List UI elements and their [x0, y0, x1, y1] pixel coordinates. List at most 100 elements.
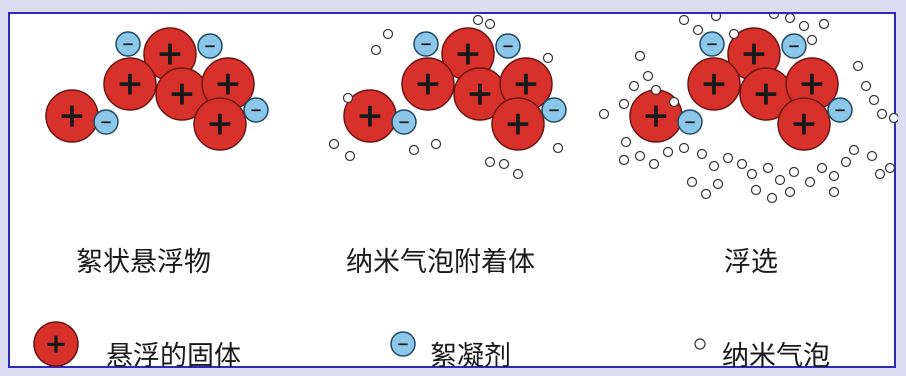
legend-label-solid: 悬浮的固体: [106, 341, 241, 372]
nanobubble: [806, 34, 818, 46]
nanobubble: [620, 136, 632, 148]
flocculant-particle: −: [413, 31, 439, 57]
plus-sign: +: [752, 73, 780, 112]
flocculant-particle: −: [699, 31, 725, 57]
nanobubble: [344, 150, 356, 162]
plus-sign: +: [466, 73, 494, 112]
legend-label-nanobubble: 纳米气泡: [722, 341, 830, 372]
plus-sign: +: [116, 63, 144, 102]
solid-particle: +: [193, 97, 247, 151]
minus-sign: −: [684, 113, 697, 131]
nanobubble: [728, 28, 740, 40]
caption-nanobubble-attached: 纳米气泡附着体: [346, 247, 535, 278]
nanobubble: [828, 186, 840, 198]
nanobubble: [784, 14, 796, 24]
nanobubble: [860, 80, 872, 92]
nanobubble: [876, 108, 888, 120]
nanobubble: [512, 168, 524, 180]
nanobubble: [634, 50, 646, 62]
nanobubble: [874, 168, 886, 180]
flocculant-particle: −: [197, 33, 223, 59]
nanobubble: [542, 52, 554, 64]
minus-sign: −: [706, 35, 719, 53]
solid-particle: +: [143, 27, 197, 81]
minus-sign: −: [122, 35, 135, 53]
minus-sign: −: [502, 37, 515, 55]
minus-sign: −: [548, 101, 561, 119]
solid-particle: +: [499, 57, 553, 111]
nanobubble: [484, 18, 496, 30]
nanobubble: [888, 112, 898, 124]
plus-sign: +: [58, 95, 86, 134]
flocculant-particle: −: [115, 31, 141, 57]
nanobubble: [818, 18, 830, 30]
nanobubble-attached-cluster: ++++++−−−−: [328, 14, 567, 180]
flocculant-particle: −: [391, 109, 417, 135]
solid-particle: +: [739, 67, 793, 121]
nanobubble: [328, 138, 340, 150]
nanobubble: [696, 148, 708, 160]
nanobubble: [788, 166, 800, 178]
nanobubble: [784, 186, 796, 198]
caption-flotation: 浮选: [724, 247, 778, 278]
nanobubble: [710, 14, 722, 22]
solid-particle: +: [785, 57, 839, 111]
nanobubble: [828, 170, 840, 182]
nanobubble: [700, 188, 712, 200]
nanobubble: [634, 150, 646, 162]
nanobubble: [804, 176, 816, 188]
nanobubble: [628, 80, 640, 92]
nanobubble: [408, 144, 420, 156]
minus-sign: −: [397, 335, 410, 353]
flocculant-particle: −: [390, 331, 416, 357]
nanobubble: [552, 142, 564, 154]
flocculant-particle: −: [677, 109, 703, 135]
nanobubble: [746, 168, 758, 180]
legend-label-flocculant: 絮凝剂: [430, 341, 511, 372]
nanobubble: [382, 28, 394, 40]
plus-sign: +: [44, 327, 67, 360]
plus-sign: +: [512, 63, 540, 102]
nanobubble: [866, 150, 878, 162]
solid-particle: +: [441, 27, 495, 81]
plus-sign: +: [790, 103, 818, 142]
nanobubble: [750, 184, 762, 196]
nanobubble: [722, 152, 734, 164]
flotation-diagram: ++++++−−−− ++++++−−−− ++++++−−−− +−: [33, 14, 898, 367]
nanobubble: [868, 94, 880, 106]
nanobubble: [852, 60, 864, 72]
plus-sign: +: [168, 73, 196, 112]
solid-particle: +: [201, 57, 255, 111]
minus-sign: −: [788, 37, 801, 55]
nanobubble: [816, 162, 828, 174]
nanobubble: [472, 14, 484, 26]
solid-particle: +: [687, 57, 741, 111]
nanobubble: [768, 14, 780, 20]
nanobubble: [798, 20, 810, 32]
minus-sign: −: [100, 113, 113, 131]
flotation-cluster: ++++++−−−−: [598, 14, 898, 204]
nanobubble: [618, 154, 630, 166]
plus-sign: +: [356, 95, 384, 134]
flocculant-particle: −: [495, 33, 521, 59]
nanobubble: [648, 158, 660, 170]
nanobubble: [708, 160, 720, 172]
solid-particle: +: [453, 67, 507, 121]
nanobubble: [762, 162, 774, 174]
minus-sign: −: [420, 35, 433, 53]
plus-sign: +: [504, 103, 532, 142]
plus-sign: +: [642, 95, 670, 134]
solid-particle: +: [103, 57, 157, 111]
nanobubble: [618, 98, 630, 110]
minus-sign: −: [204, 37, 217, 55]
flocculant-particle: −: [541, 97, 567, 123]
nanobubble: [686, 176, 698, 188]
nanobubble: [884, 162, 896, 174]
plus-sign: +: [798, 63, 826, 102]
nanobubble: [662, 146, 674, 158]
solid-particle: +: [727, 27, 781, 81]
nanobubble: [694, 338, 706, 350]
nanobubble: [712, 178, 724, 190]
nanobubble: [598, 108, 610, 120]
minus-sign: −: [834, 101, 847, 119]
